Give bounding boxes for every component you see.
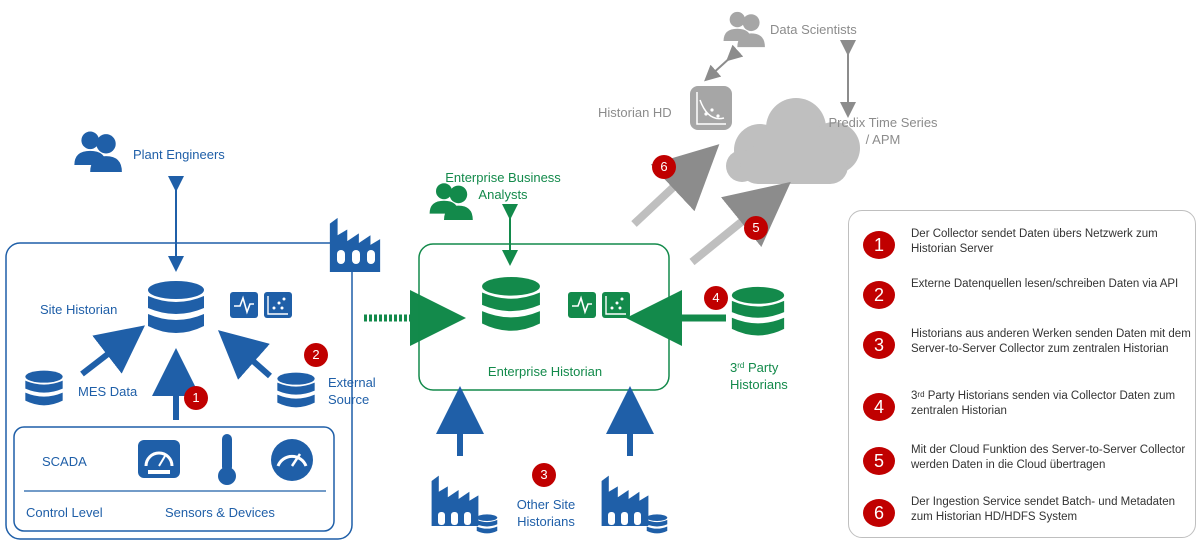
legend-item-3: 3 Historians aus anderen Werken senden D… bbox=[849, 325, 1195, 365]
data-scientists-label: Data Scientists bbox=[770, 22, 857, 37]
external-to-site-arrow bbox=[218, 330, 272, 380]
plant-engineers-icon bbox=[74, 131, 122, 172]
site-trend-icon bbox=[230, 292, 292, 318]
site-historian-database-icon bbox=[148, 281, 204, 333]
legend-item-5: 5 Mit der Cloud Funktion des Server-to-S… bbox=[849, 441, 1195, 481]
other-site-label-1: Other Site bbox=[516, 497, 576, 512]
badge-2: 2 bbox=[304, 343, 328, 367]
control-level-box bbox=[13, 426, 335, 532]
other-site-label-2: Historians bbox=[517, 514, 575, 529]
mes-data-label: MES Data bbox=[78, 384, 138, 399]
gauge-icon bbox=[271, 439, 313, 481]
legend-item-6: 6 Der Ingestion Service sendet Batch- un… bbox=[849, 493, 1195, 533]
legend-text-2: Externe Datenquellen lesen/schreiben Dat… bbox=[911, 278, 1179, 290]
scientists-hd-arrow bbox=[704, 44, 744, 82]
third-party-label-2: Historians bbox=[730, 377, 788, 392]
legend-number-5: 5 bbox=[863, 447, 895, 475]
legend-number-3: 3 bbox=[863, 331, 895, 359]
site-historian-label: Site Historian bbox=[40, 302, 118, 317]
enterprise-historian-database-icon bbox=[482, 277, 540, 331]
thermometer-icon bbox=[218, 434, 236, 485]
legend-text-1: Der Collector sendet Daten übers Netzwer… bbox=[911, 228, 1158, 255]
site-factory-icon bbox=[329, 217, 381, 272]
mes-database-icon bbox=[25, 370, 63, 406]
predix-label-1: Predix Time Series bbox=[828, 115, 938, 130]
meter-icon bbox=[138, 440, 180, 478]
badge-3: 3 bbox=[532, 463, 556, 487]
predix-label-2: / APM bbox=[865, 132, 901, 147]
site-box bbox=[5, 242, 353, 540]
legend-number-6: 6 bbox=[863, 499, 895, 527]
sensors-devices-label: Sensors & Devices bbox=[165, 505, 275, 520]
external-source-label-1: External bbox=[328, 375, 376, 390]
legend-item-1: 1 Der Collector sendet Daten übers Netzw… bbox=[849, 225, 1195, 265]
third-party-label-1: 3rd Party bbox=[730, 360, 779, 375]
scada-label: SCADA bbox=[42, 454, 87, 469]
legend-text-3: Historians aus anderen Werken senden Dat… bbox=[911, 328, 1191, 355]
legend-number-1: 1 bbox=[863, 231, 895, 259]
historian-hd-label: Historian HD bbox=[598, 105, 672, 120]
legend-item-4: 4 3rd Party Historians senden via Collec… bbox=[849, 387, 1195, 427]
historian-hd-icon bbox=[690, 86, 732, 130]
legend-number-2: 2 bbox=[863, 281, 895, 309]
legend-number-4: 4 bbox=[863, 393, 895, 421]
mes-to-site-arrow bbox=[80, 325, 145, 377]
external-database-icon bbox=[277, 372, 315, 408]
data-scientists-icon bbox=[723, 11, 765, 48]
enterprise-to-cloud-arrow bbox=[689, 181, 791, 266]
business-analysts-label-1: Enterprise Business bbox=[445, 170, 561, 185]
enterprise-historian-label: Enterprise Historian bbox=[487, 364, 603, 379]
legend-item-2: 2 Externe Datenquellen lesen/schreiben D… bbox=[849, 275, 1195, 315]
third-party-database-icon bbox=[731, 286, 785, 336]
badge-5: 5 bbox=[744, 216, 768, 240]
legend-box: 1 Der Collector sendet Daten übers Netzw… bbox=[848, 210, 1196, 538]
control-level-label: Control Level bbox=[26, 505, 103, 520]
enterprise-trend-icon bbox=[568, 292, 630, 318]
legend-text-4: 3rd Party Historians senden via Collecto… bbox=[911, 390, 1176, 417]
badge-6: 6 bbox=[652, 155, 676, 179]
enterprise-to-hd-arrow bbox=[631, 144, 720, 227]
external-source-label-2: Source bbox=[328, 392, 370, 407]
legend-text-5: Mit der Cloud Funktion des Server-to-Ser… bbox=[911, 444, 1186, 471]
business-analysts-label-2: Analysts bbox=[478, 187, 528, 202]
badge-4: 4 bbox=[704, 286, 728, 310]
legend-text-6: Der Ingestion Service sendet Batch- und … bbox=[911, 496, 1176, 523]
badge-1: 1 bbox=[184, 386, 208, 410]
plant-engineers-label: Plant Engineers bbox=[133, 147, 225, 162]
cloud-icon bbox=[726, 98, 860, 184]
